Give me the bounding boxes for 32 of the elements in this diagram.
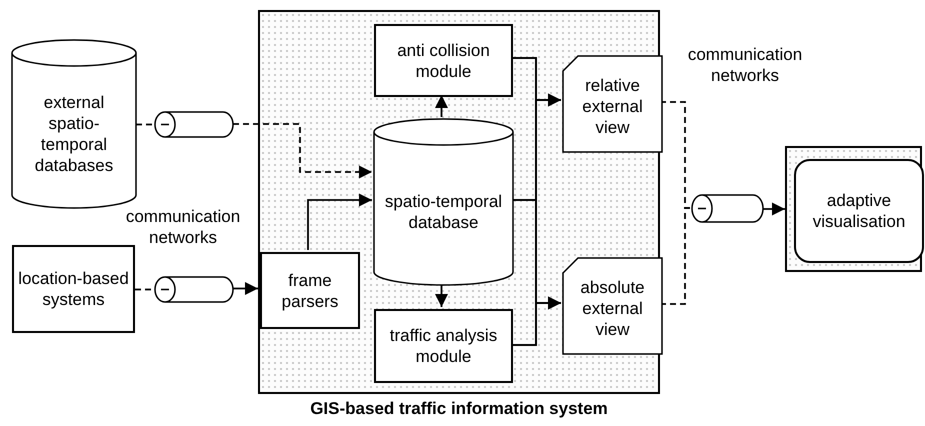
- rounded-box: [794, 159, 924, 263]
- network-label: communication networks: [686, 44, 804, 86]
- channel-cylinder: [155, 112, 233, 137]
- arrow: [307, 194, 372, 250]
- node-label: absolute external view: [579, 276, 646, 340]
- node-label: location-based systems: [18, 268, 129, 310]
- display-box: [785, 146, 922, 272]
- channel-cylinder: [692, 195, 763, 222]
- node-label: external spatio-temporal databases: [34, 92, 114, 176]
- arrow: [435, 95, 448, 117]
- node-label: adaptive visualisation: [812, 190, 906, 232]
- node-label: frame parsers: [280, 270, 340, 312]
- database-cylinder: [12, 40, 136, 208]
- view-box: [563, 258, 662, 354]
- process-box: [12, 245, 135, 333]
- system-caption: GIS-based traffic information system: [309, 398, 609, 420]
- arrow: [233, 282, 258, 295]
- channel-cylinder: [155, 277, 233, 302]
- module-box: [374, 309, 513, 383]
- network-label: communication networks: [124, 206, 242, 248]
- view-box: [563, 56, 662, 152]
- module-box: [374, 24, 513, 97]
- arrow: [511, 296, 561, 346]
- node-label: anti collision module: [396, 40, 491, 82]
- node-label: traffic analysis module: [388, 325, 498, 367]
- node-label: relative external view: [581, 74, 644, 138]
- arrow: [435, 283, 448, 307]
- arrow: [763, 202, 785, 216]
- database-cylinder: [374, 119, 513, 285]
- node-label: spatio-temporal database: [384, 191, 504, 233]
- dashed-arrow: [233, 123, 372, 178]
- process-box: [260, 252, 360, 329]
